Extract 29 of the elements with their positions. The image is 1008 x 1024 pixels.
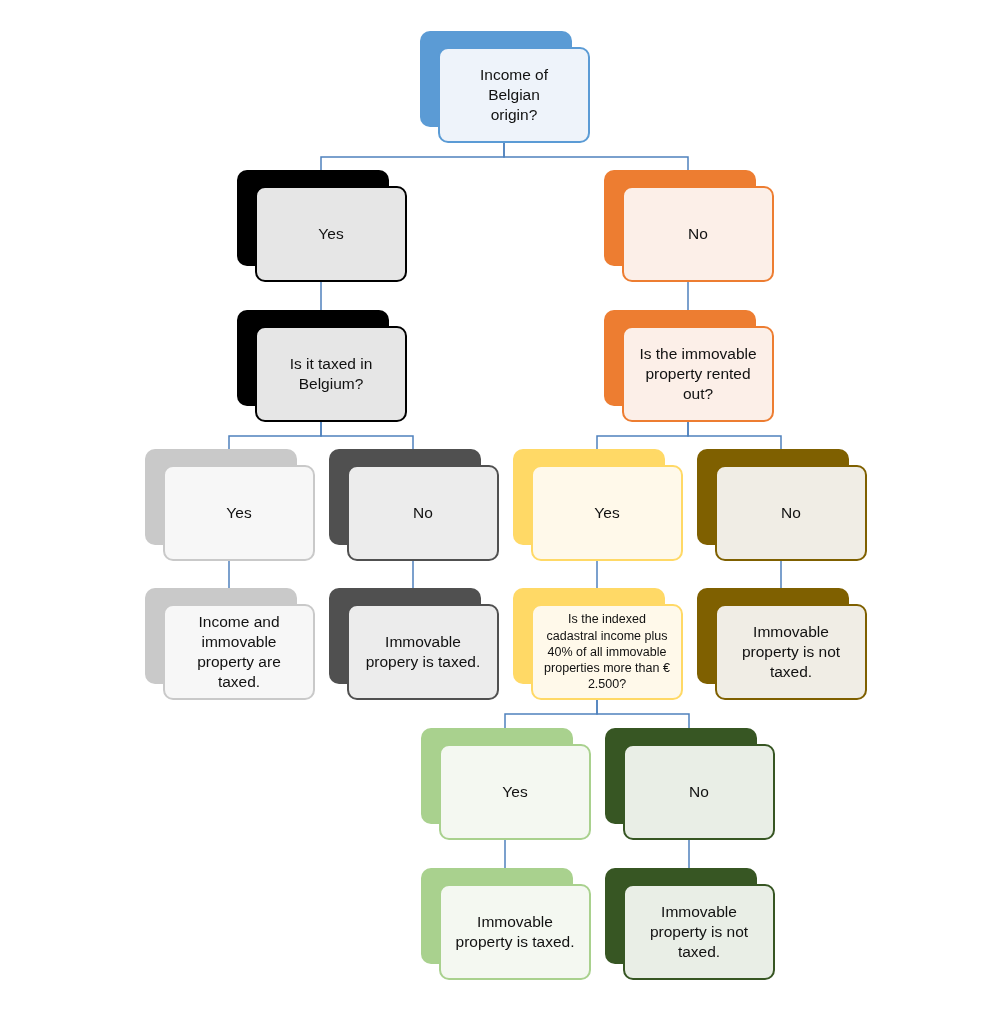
connector-line [412,560,414,589]
connector-line [504,839,506,869]
connector-line [687,421,782,450]
connector-line [596,699,690,729]
box-text: Yes [226,502,252,523]
box-text: No [689,781,709,802]
connector-line [320,421,414,450]
connector-line [228,560,230,589]
connector-line [320,281,322,311]
box-text: Yes [594,502,620,523]
box-text: Immovable propery is taxed. [364,631,482,672]
connector-line [688,839,690,869]
box-text: Immovable property is not taxed. [648,901,750,963]
box-text: No [413,502,433,523]
connector-line [780,560,782,589]
connector-line [687,281,689,311]
box-text: Is the indexed cadastral income plus 40% of all immovable properties more than € 2.500? [543,611,671,693]
box-text: No [688,223,708,244]
connector-line [503,142,689,171]
box-text: Yes [318,223,344,244]
box-text: Immovable property is taxed. [454,911,576,952]
box-text: Income of Belgian origin? [478,64,550,126]
box-text: No [781,502,801,523]
box-text: Is it taxed in Belgium? [288,353,374,394]
box-text: Is the immovable property rented out? [638,343,758,405]
box-text: Income and immovable property are taxed. [196,611,282,693]
box-text: Yes [502,781,528,802]
box-text: Immovable property is not taxed. [740,621,842,683]
connector-line [596,560,598,589]
